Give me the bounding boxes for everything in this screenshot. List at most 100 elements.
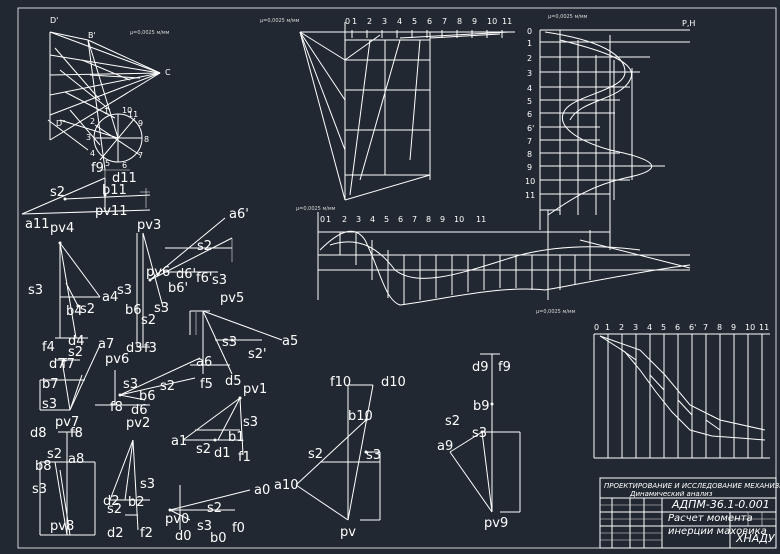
tb-name-line-2: инерции маховика	[668, 526, 767, 537]
tb-line-1: ПРОЕКТИРОВАНИЕ И ИССЛЕДОВАНИЕ МЕХАНИЗМА	[604, 482, 780, 490]
label-d1: d1	[214, 446, 231, 461]
label-a9: a9	[437, 439, 453, 454]
label-d8: d8	[30, 426, 47, 441]
rd-y-6: 6	[527, 110, 532, 119]
circle-num-9: 9	[138, 119, 143, 128]
label-b9: b9	[473, 399, 490, 414]
label-b6-lower: b6	[139, 389, 156, 404]
label-s3-pv7: s3	[42, 397, 57, 412]
label-s2-pv9: s2	[445, 414, 460, 429]
label-s3-pv2: s3	[140, 477, 155, 492]
label-pv2: pv2	[126, 416, 150, 431]
vd-axis-3: 3	[382, 17, 387, 26]
label-b0: b0	[210, 531, 227, 546]
sheet-frame	[17, 7, 777, 549]
label-s3-pv8: s3	[32, 482, 47, 497]
label-s2-pv4: s2	[80, 302, 95, 317]
label-b8: b8	[35, 459, 52, 474]
circle-num-5: 5	[105, 159, 110, 168]
label-b6-prime: b6'	[168, 281, 188, 296]
md-axis-1: 1	[605, 323, 610, 332]
ld-axis-11: 11	[476, 215, 486, 224]
label-b-prime: B'	[88, 31, 96, 40]
md-axis-9: 9	[731, 323, 736, 332]
label-f0: f0	[232, 521, 245, 536]
label-b4: b4	[66, 304, 83, 319]
label-b2: b2	[128, 495, 145, 510]
rd-y-7: 7	[527, 137, 532, 146]
label-f10: f10	[330, 375, 351, 390]
label-f1: f1	[238, 450, 251, 465]
label-s3-pv3: s3	[212, 273, 227, 288]
label-d2-lower: d2	[107, 526, 124, 541]
circle-num-10: 10	[122, 106, 132, 115]
label-s3-pv1: s3	[243, 415, 258, 430]
rd-y-5: 5	[527, 97, 532, 106]
vector-polygon-0: pv0 a0 s2 s3 d0 b0 f0	[165, 483, 270, 546]
label-d0: d0	[175, 529, 192, 544]
rd-y-9: 9	[527, 163, 532, 172]
label-b1: b1	[228, 430, 245, 445]
rd-y-11: 11	[525, 191, 535, 200]
label-d10: d10	[381, 375, 406, 390]
vd-axis-11: 11	[502, 17, 512, 26]
label-d6-prime: d6'	[176, 267, 196, 282]
vd-axis-4: 4	[397, 17, 402, 26]
vd-axis-8: 8	[457, 17, 462, 26]
label-pv6-upper: pv6	[146, 265, 170, 280]
lower-energy-diagram: μ=0,0025 м/мм μ=0,0025 м/мм 0 1 2 3 4 5	[296, 35, 691, 315]
label-d2: d2	[103, 494, 120, 509]
label-s2-pv7: s2	[68, 345, 83, 360]
label-f8: f8	[110, 400, 123, 415]
md-axis-6p: 6'	[689, 323, 696, 332]
label-a10: a10	[274, 478, 299, 493]
label-s2-pv8: s2	[47, 447, 62, 462]
label-pv: pv	[340, 525, 356, 540]
scale-note-d: μ=0,0025 м/мм	[296, 206, 336, 212]
label-pv1: pv1	[243, 382, 267, 397]
vd-axis-5: 5	[412, 17, 417, 26]
ld-axis-0: 0	[320, 215, 325, 224]
label-pv7: pv7	[55, 415, 79, 430]
vector-polygon-11: f9 d11 b11 s2 a11 pv11	[21, 161, 151, 232]
label-s3-pv6: s3	[123, 377, 138, 392]
label-d7: d7	[49, 357, 66, 372]
rd-y-3: 3	[527, 69, 532, 78]
label-f6-prime: f6'	[196, 271, 212, 286]
ld-axis-3: 3	[356, 215, 361, 224]
tb-organization: ХНАДУ	[735, 532, 776, 545]
label-a0: a0	[254, 483, 270, 498]
label-b7: b7	[42, 377, 59, 392]
label-b10: b10	[348, 409, 373, 424]
label-s3-pv5: s3	[222, 335, 237, 350]
md-axis-11: 11	[759, 323, 769, 332]
tb-document-code: АДПМ-36.1-0.001	[671, 498, 770, 511]
circle-num-8: 8	[144, 135, 149, 144]
vd-axis-1: 1	[352, 17, 357, 26]
rd-y-2: 2	[527, 54, 532, 63]
label-a6: a6	[196, 355, 212, 370]
vd-axis-6: 6	[427, 17, 432, 26]
ld-axis-7: 7	[412, 215, 417, 224]
label-d3: d3	[126, 341, 143, 356]
ld-axis-1: 1	[326, 215, 331, 224]
label-f9-lower: f9	[498, 360, 511, 375]
label-a4: a4	[102, 290, 118, 305]
rd-y-0: 0	[527, 27, 532, 36]
label-pv6: pv6	[105, 352, 129, 367]
rd-y-1: 1	[527, 39, 532, 48]
tb-name-line-1: Расчет момента	[668, 513, 753, 524]
ld-axis-9: 9	[440, 215, 445, 224]
right-diagram: μ=0,0025 м/мм P,H 0 1 2 3 4 5 6 6' 7 8 9	[525, 14, 695, 230]
ld-axis-6: 6	[398, 215, 403, 224]
scale-note-a: μ=0,0025 м/мм	[130, 30, 170, 36]
ld-axis-5: 5	[384, 215, 389, 224]
label-s2-pv1: s2	[196, 442, 211, 457]
label-d5: d5	[225, 374, 242, 389]
vector-polygon-9: d9 f9 b9 s2 s3 a9 pv9	[437, 353, 521, 531]
vd-axis-10: 10	[487, 17, 497, 26]
label-f3: f3	[144, 341, 157, 356]
rd-y-6p: 6'	[527, 124, 534, 133]
